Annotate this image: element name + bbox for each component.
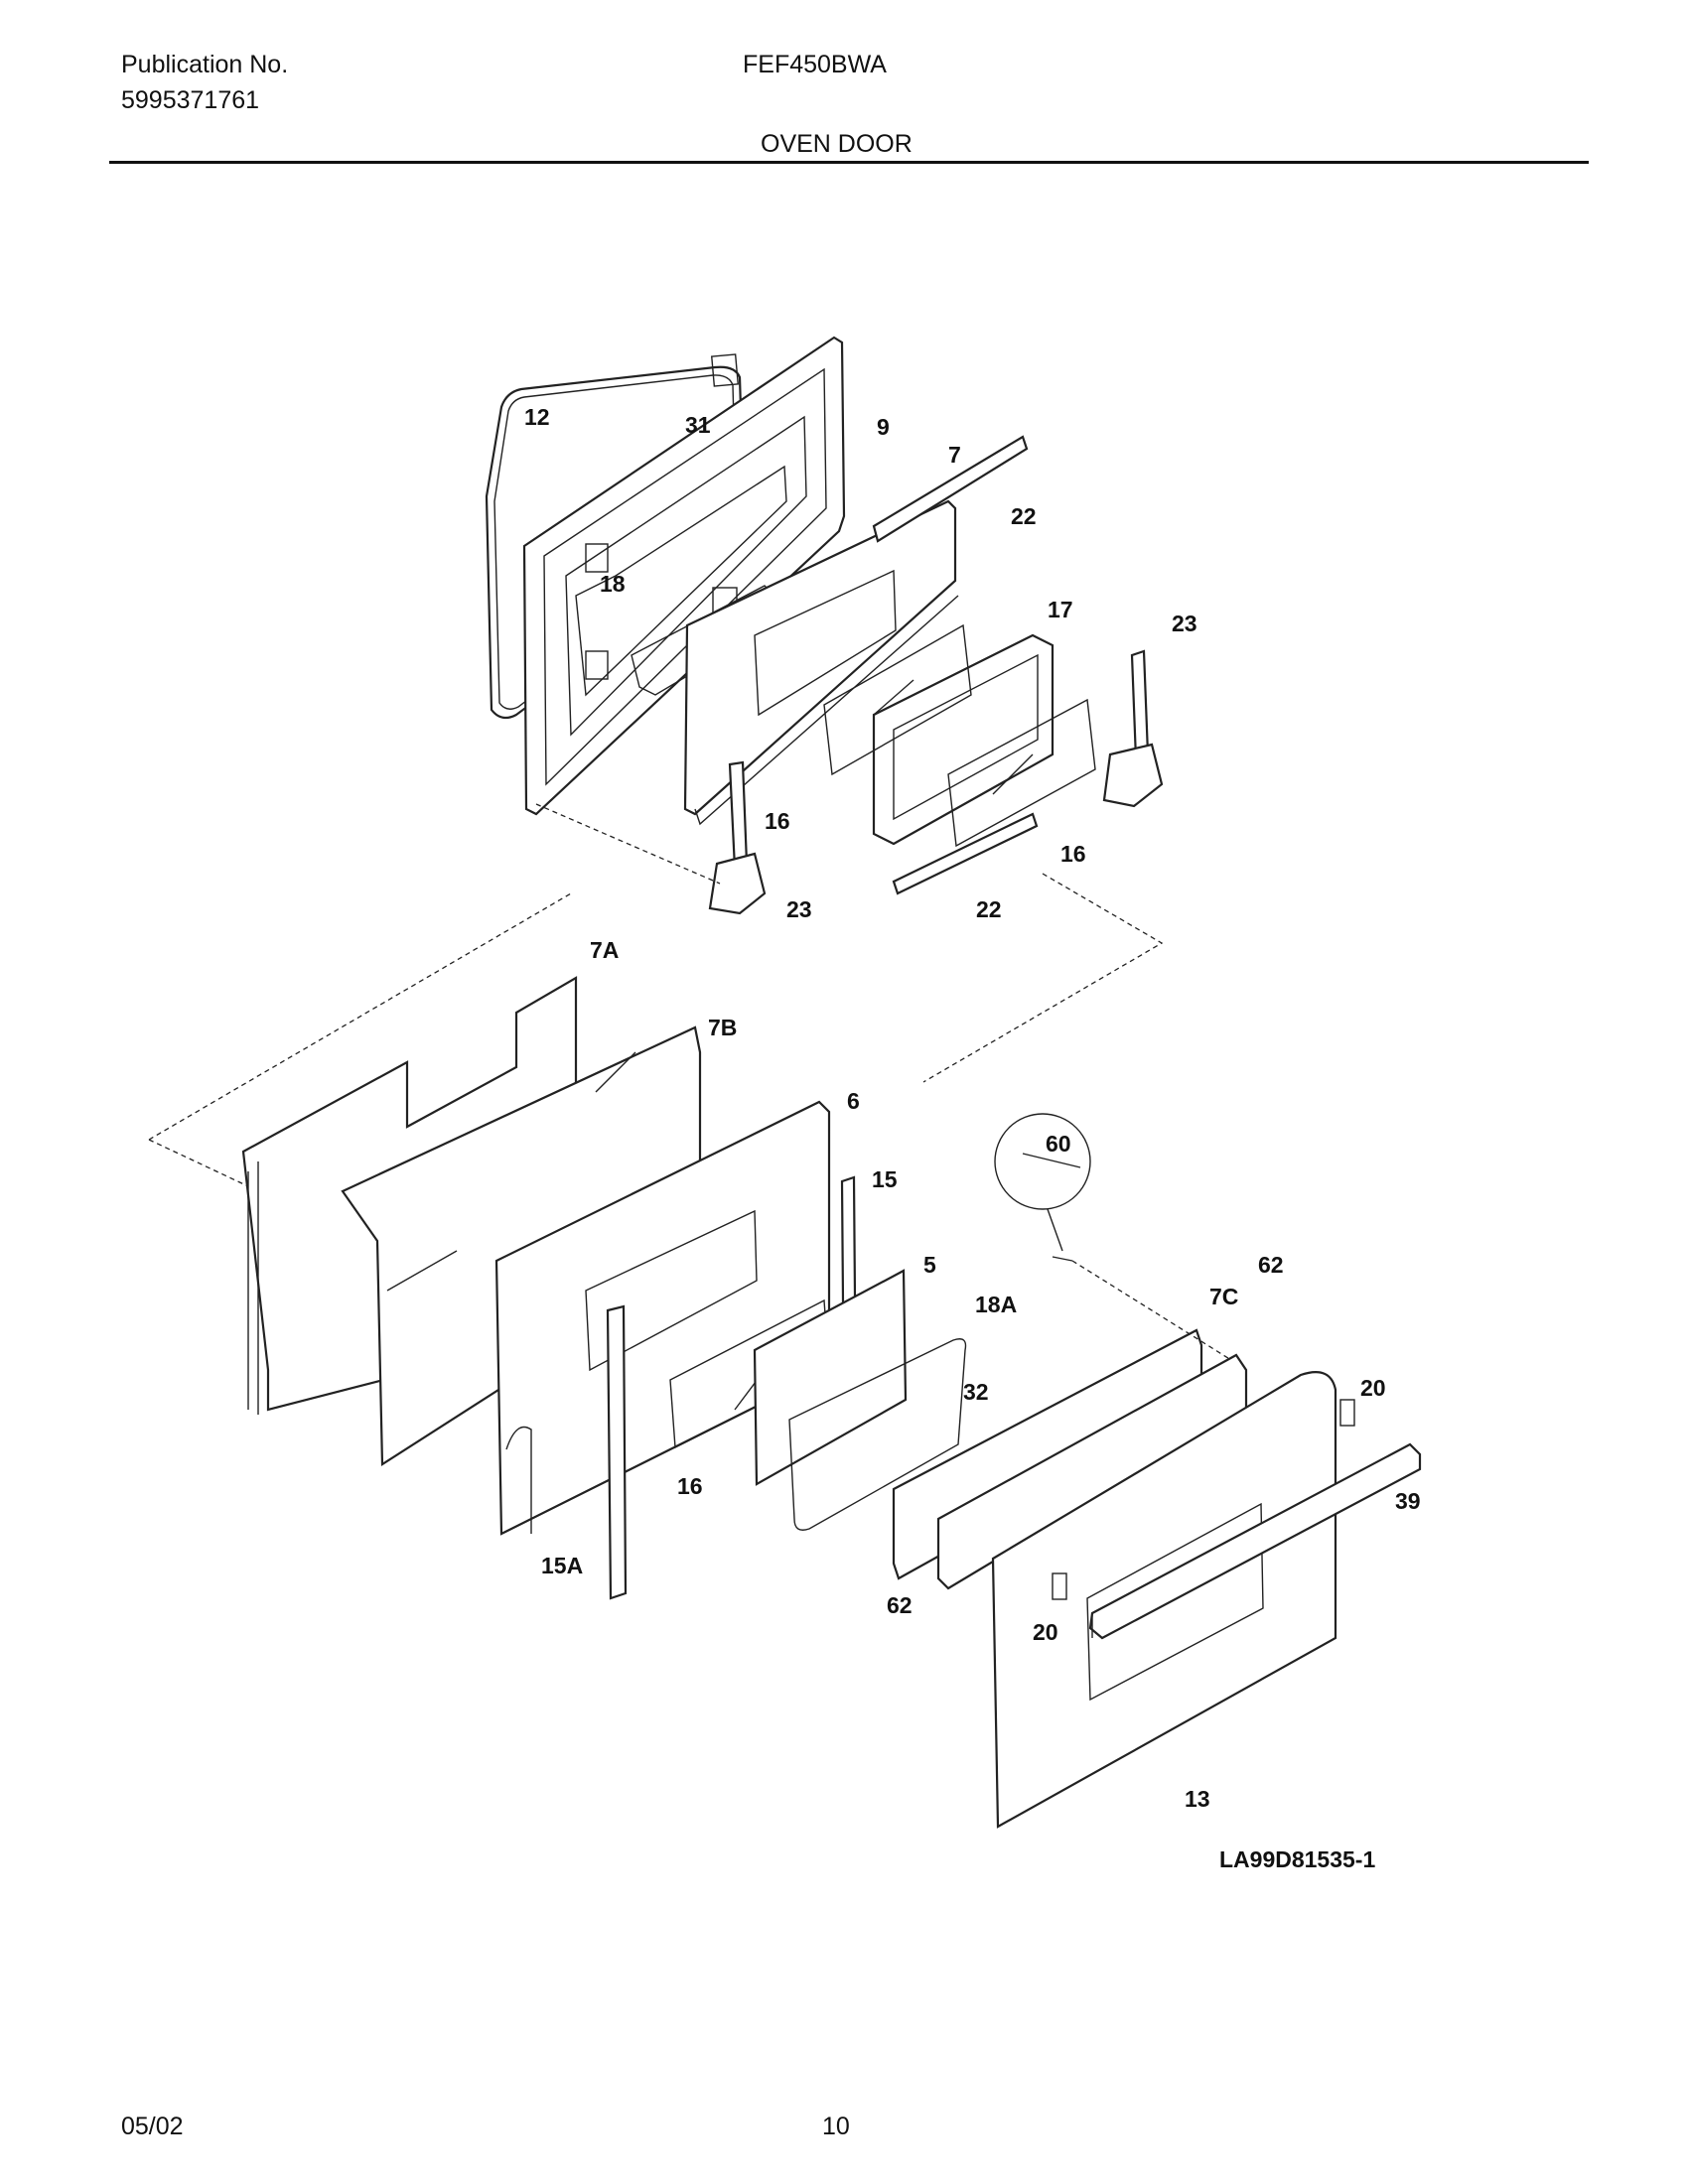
publication-label: Publication No. [121, 51, 289, 78]
alignment-line [148, 1139, 249, 1187]
alignment-line [148, 892, 572, 1141]
upper-door-frame-assembly [485, 336, 1164, 915]
lower-door-assembly [241, 976, 1422, 1829]
callout-12: 12 [524, 404, 550, 430]
callout-22: 22 [976, 896, 1002, 922]
alignment-line [922, 873, 1164, 1083]
callout-17: 17 [1048, 597, 1073, 622]
callout-23: 23 [786, 896, 812, 922]
callout-20: 20 [1033, 1619, 1058, 1645]
callout-31: 31 [685, 412, 711, 438]
callout-39: 39 [1395, 1488, 1421, 1514]
callout-7c: 7C [1209, 1284, 1238, 1309]
callout-5: 5 [923, 1252, 936, 1278]
callout-7: 7 [948, 442, 961, 468]
drawing-id: LA99D81535-1 [1219, 1846, 1376, 1872]
footer-date: 05/02 [121, 2113, 184, 2140]
callout-16: 16 [765, 808, 790, 834]
callout-60: 60 [1046, 1131, 1071, 1157]
callout-23: 23 [1172, 611, 1197, 636]
callout-18a: 18A [975, 1292, 1017, 1317]
callout-13: 13 [1185, 1786, 1210, 1812]
callout-18: 18 [600, 571, 626, 597]
callout-15: 15 [872, 1166, 898, 1192]
callout-32: 32 [963, 1379, 989, 1405]
callout-16: 16 [1060, 841, 1086, 867]
header-rule [109, 161, 1589, 164]
callout-6: 6 [847, 1088, 860, 1114]
callout-62: 62 [1258, 1252, 1284, 1278]
callout-7b: 7B [708, 1015, 737, 1040]
callout-layer: 12 31 9 7 22 18 17 23 16 16 23 22 7A 7B 6 60 15 5 18A 62 7C 2… [524, 404, 1421, 1812]
publication-number: 5995371761 [121, 86, 260, 114]
callout-62: 62 [887, 1592, 913, 1618]
section-title: OVEN DOOR [761, 130, 913, 158]
model-number: FEF450BWA [743, 51, 887, 78]
callout-7a: 7A [590, 937, 619, 963]
alignment-line [535, 803, 721, 885]
callout-22: 22 [1011, 503, 1037, 529]
callout-9: 9 [877, 414, 890, 440]
callout-20: 20 [1360, 1375, 1386, 1401]
page-number: 10 [822, 2113, 850, 2140]
callout-15a: 15A [541, 1553, 583, 1578]
callout-16: 16 [677, 1473, 703, 1499]
